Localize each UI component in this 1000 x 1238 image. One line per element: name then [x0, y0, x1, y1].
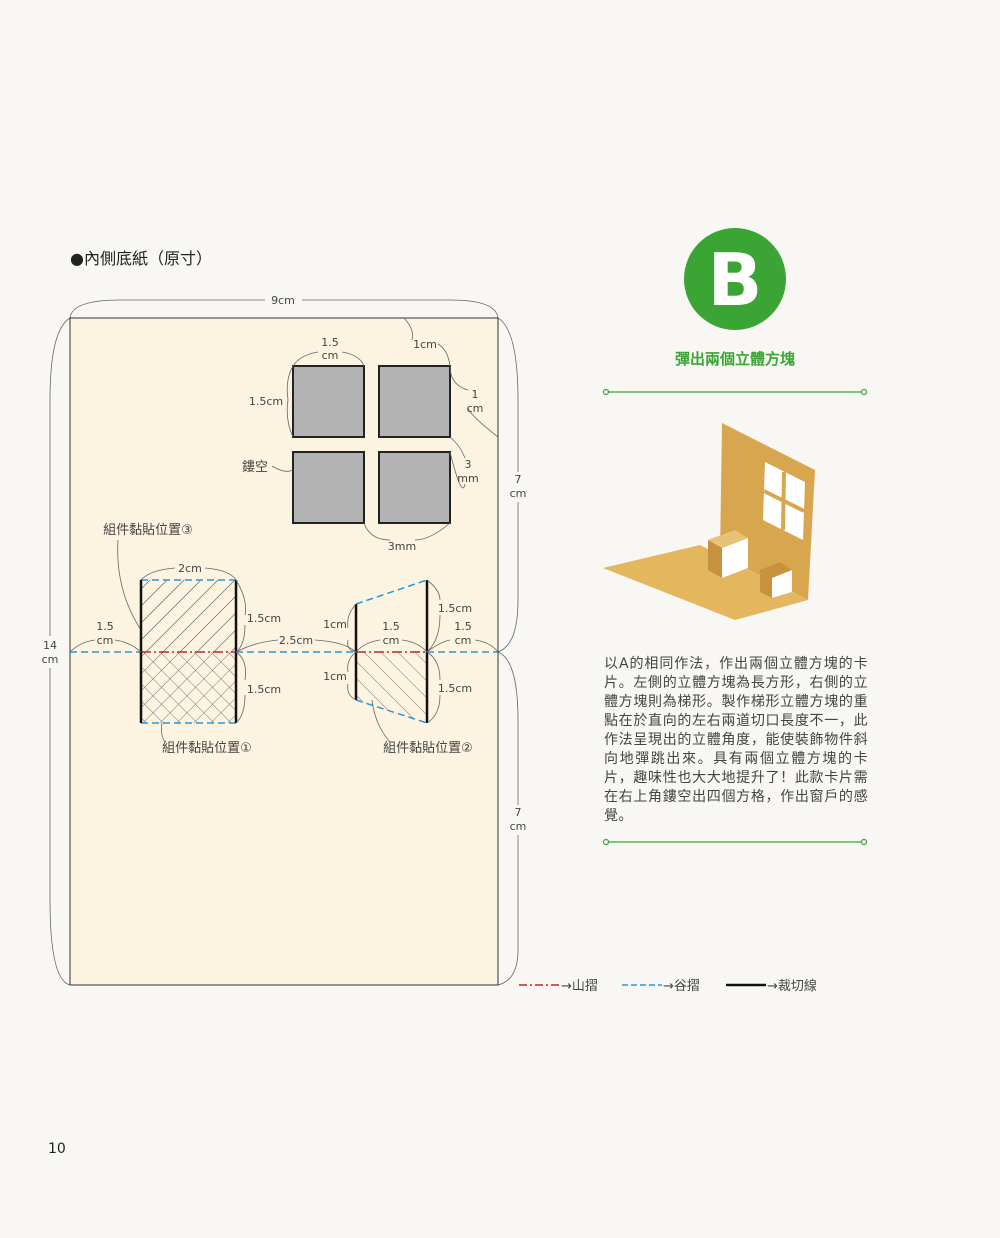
window-cutout — [292, 365, 365, 438]
legend-valley-fold: →谷摺 — [663, 979, 700, 994]
window-leader-lines — [117, 317, 499, 631]
label-position-2: 組件黏貼位置② — [383, 740, 473, 756]
dim-component-2-right-up: 1.5cm — [438, 602, 472, 615]
component-2-area — [356, 652, 427, 723]
valley-folds — [70, 579, 498, 724]
dim-edge: 1.5 — [454, 620, 472, 633]
dim-half-top: 7 — [515, 473, 522, 486]
dim-gap: 2.5cm — [279, 634, 313, 647]
dim-component-2-width: 1.5 — [382, 620, 400, 633]
label-position-1: 組件黏貼位置① — [162, 740, 252, 756]
badge-circle — [684, 228, 786, 330]
legend-cut-line: →裁切線 — [767, 978, 817, 994]
popup-card-illustration — [603, 423, 815, 620]
description-text: 以A的相同作法，作出兩個立體方塊的卡片。左側的立體方塊為長方形，右側的立體方塊則… — [604, 656, 868, 824]
dim-window-bottom: 3mm — [388, 540, 416, 553]
label-position-3: 組件黏貼位置③ — [103, 522, 193, 538]
dim-window-right-unit: cm — [467, 402, 484, 415]
dim-component-1-left: 1.5 — [96, 620, 114, 633]
dim-height: 14 — [43, 639, 57, 652]
dim-width: 9cm — [271, 294, 295, 307]
dim-component-2-right-down: 1.5cm — [438, 682, 472, 695]
dim-window-mid-unit: mm — [457, 472, 478, 485]
divider-bottom — [602, 838, 868, 846]
dim-window-right: 1 — [472, 388, 479, 401]
window-cutout — [292, 451, 365, 524]
section-title: ●內側底紙（原寸） — [70, 249, 212, 268]
dim-window-mid: 3 — [465, 458, 472, 471]
legend: →山摺 →谷摺 →裁切線 — [519, 978, 817, 994]
dim-component-1-width: 2cm — [178, 562, 202, 575]
dim-half-bottom-unit: cm — [510, 820, 527, 833]
dim-height-unit: cm — [42, 653, 59, 666]
window-cutouts — [292, 365, 451, 524]
window-cutout — [378, 365, 451, 438]
dim-window-gap: 1.5 — [321, 336, 339, 349]
legend-mountain-fold: →山摺 — [561, 979, 598, 994]
dim-component-2-width-unit: cm — [383, 634, 400, 647]
component-1-lower-hatch — [141, 652, 236, 723]
dim-component-1-down: 1.5cm — [247, 683, 281, 696]
dimension-arcs — [49, 299, 519, 986]
dim-edge-unit: cm — [455, 634, 472, 647]
component-leader-lines — [69, 567, 499, 743]
dim-window-size: 1.5cm — [249, 395, 283, 408]
dim-component-1-up: 1.5cm — [247, 612, 281, 625]
dim-half-top-unit: cm — [510, 487, 527, 500]
dim-window-top: 1cm — [413, 338, 437, 351]
component-1-upper-hatch — [141, 580, 236, 652]
subtitle: 彈出兩個立體方塊 — [675, 350, 795, 368]
dim-half-bottom: 7 — [515, 806, 522, 819]
dim-component-2-left-up: 1cm — [323, 618, 347, 631]
dim-component-1-left-unit: cm — [97, 634, 114, 647]
window-cutout — [378, 451, 451, 524]
badge-letter: B — [708, 238, 763, 322]
label-cutout: 鏤空 — [242, 460, 268, 475]
page-number: 10 — [48, 1141, 66, 1157]
divider-top — [602, 388, 868, 396]
dim-window-gap-unit: cm — [322, 349, 339, 362]
dim-component-2-left-down: 1cm — [323, 670, 347, 683]
